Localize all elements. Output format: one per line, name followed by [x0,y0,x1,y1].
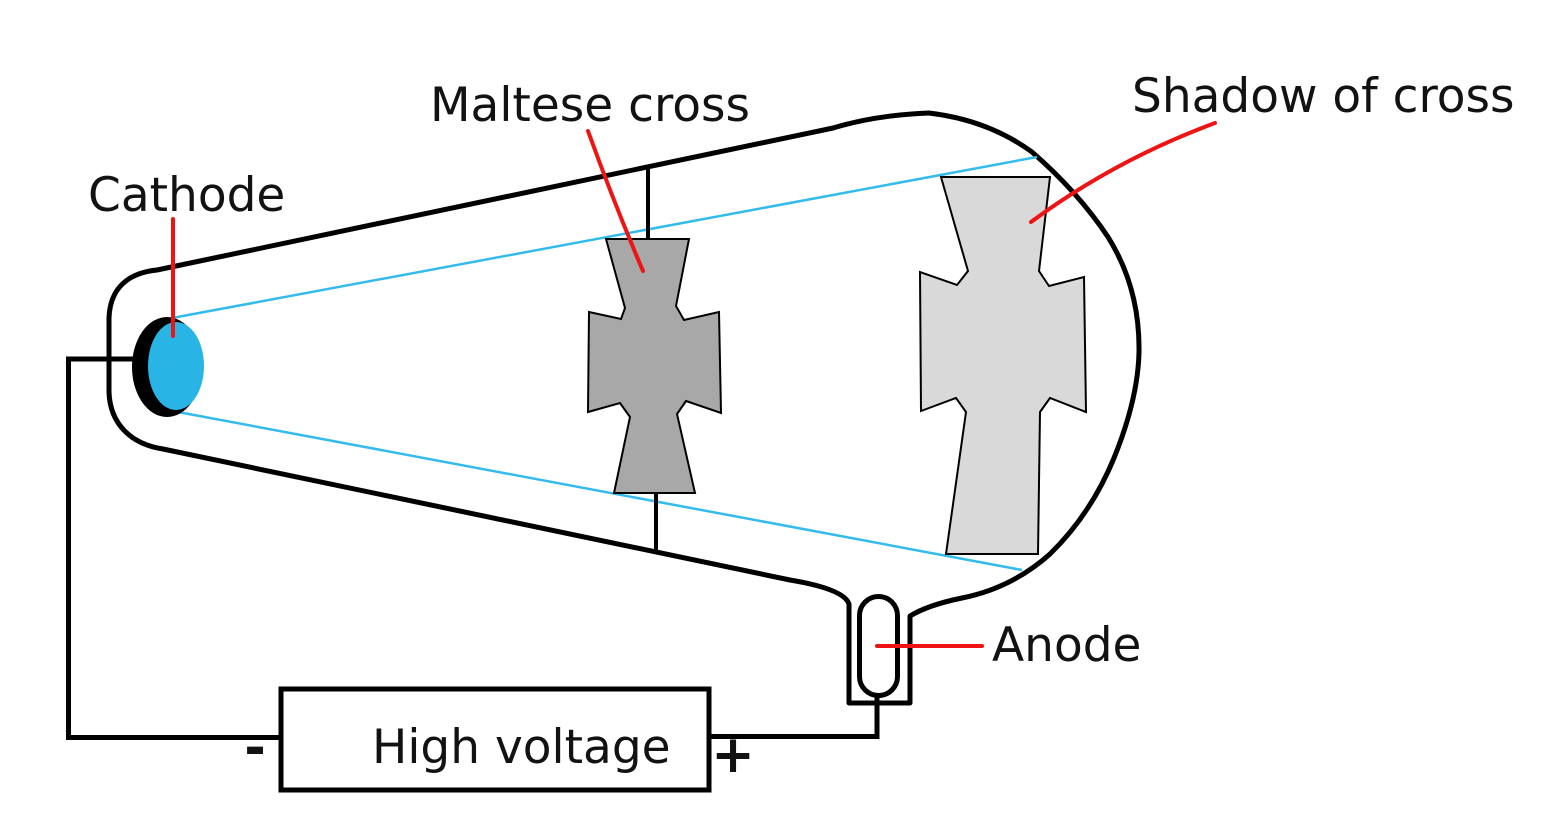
shadow-of-cross-label: Shadow of cross [1132,69,1515,124]
positive-terminal-label: + [711,725,755,785]
maltese-cross-shape [586,238,723,494]
maltese-cross-label: Maltese cross [430,78,750,133]
shadow-of-cross-shape [918,176,1088,555]
cathode-label: Cathode [88,168,285,223]
electron-beam-upper-ray [171,155,1038,320]
electron-beam-lower-ray [177,410,1023,572]
cathode-wire [66,356,283,740]
high-voltage-box [278,686,712,793]
negative-terminal-label: - [244,718,266,778]
high-voltage-label: High voltage [372,720,671,775]
maltese-cross-leader-line [586,129,645,273]
anode-label: Anode [992,618,1141,673]
shadow-of-cross-leader-line [1029,121,1217,224]
cathode-disc [148,322,204,410]
anode-wire [707,694,880,739]
